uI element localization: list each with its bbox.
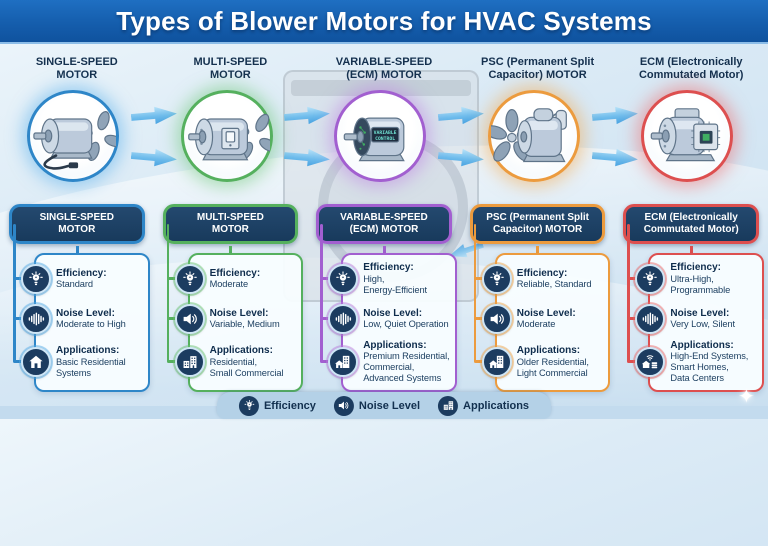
motor-info-card: Efficiency: Standard Noise Level: Modera…: [21, 253, 150, 392]
smart-home-icon: [635, 347, 666, 377]
column-heading: PSC (Permanent Split Capacitor) MOTOR: [481, 56, 595, 82]
motor-info-card: Efficiency: Moderate Noise Level: Variab…: [174, 253, 304, 392]
home-building-icon: [481, 347, 512, 377]
speaker-icon: [481, 304, 512, 334]
speaker-icon: [174, 304, 205, 334]
legend-item-noise-level: Noise Level: [333, 395, 420, 416]
feature-label: Applications:: [56, 345, 120, 357]
sound-wave-icon: [21, 304, 51, 334]
column-single-speed-motor: SINGLE-SPEED MOTOR SINGLE-SPEED MOTOR Ef…: [0, 44, 154, 419]
sound-wave-icon: [328, 304, 359, 334]
home-icon: [21, 347, 51, 377]
multi-speed-motor-illustration: [187, 113, 270, 161]
feature-label: Noise Level:: [56, 307, 115, 319]
noise-level-row: Noise Level: Moderate to High: [21, 299, 145, 339]
column-multi-speed-motor: MULTI-SPEED MOTOR MULTI-SPEED MOTOR: [154, 44, 308, 419]
legend-item-efficiency: Efficiency: [238, 395, 316, 416]
motor-display-text: VARIABLE: [374, 130, 397, 136]
sparkle-decoration: ✦: [738, 386, 755, 408]
applications-row: Applications: Basic Residential Systems: [21, 339, 145, 385]
efficiency-row: Efficiency: Moderate: [174, 259, 299, 299]
speaker-icon: [333, 395, 354, 416]
efficiency-row: Efficiency: Standard: [21, 259, 145, 299]
lightbulb-icon: [21, 264, 51, 294]
sound-wave-icon: [635, 304, 666, 334]
noise-level-row: Noise Level: Moderate: [481, 299, 606, 339]
applications-row: Applications: Older Residential, Light C…: [481, 339, 606, 385]
motor-name-badge: PSC (Permanent Split Capacitor) MOTOR: [469, 204, 606, 244]
motor-ring: [27, 90, 119, 182]
page-title: Types of Blower Motors for HVAC Systems: [116, 5, 652, 36]
motor-name-badge: VARIABLE-SPEED (ECM) MOTOR: [316, 204, 452, 244]
variable-speed-motor-illustration: VARIABLE CONTROL: [343, 117, 406, 162]
lightbulb-icon: [481, 264, 512, 294]
buildings-icon: [438, 395, 459, 416]
motor-ring: [180, 90, 273, 182]
noise-level-row: Noise Level: Very Low, Silent: [635, 299, 759, 339]
connector-line: [75, 246, 79, 254]
column-variable-speed-ecm-motor: VARIABLE-SPEED (ECM) MOTOR VARIABLE CONT…: [307, 44, 461, 419]
header-banner: Types of Blower Motors for HVAC Systems: [0, 0, 768, 44]
column-heading: VARIABLE-SPEED (ECM) MOTOR: [335, 56, 433, 82]
column-heading: SINGLE-SPEED MOTOR: [35, 56, 118, 82]
noise-level-row: Noise Level: Variable, Medium: [174, 299, 299, 339]
motor-info-card: Efficiency: High, Energy-Efficient Noise…: [328, 253, 457, 392]
applications-row: Applications: Premium Residential, Comme…: [328, 339, 452, 385]
noise-level-row: Noise Level: Low, Quiet Operation: [328, 299, 452, 339]
column-ecm-motor: ECM (Electronically Commutated Motor) EC…: [614, 44, 768, 419]
lightbulb-icon: [238, 395, 259, 416]
motor-display-text: CONTROL: [375, 136, 395, 142]
motor-name-badge: MULTI-SPEED MOTOR: [162, 204, 299, 244]
efficiency-row: Efficiency: High, Energy-Efficient: [328, 259, 452, 299]
single-speed-motor-illustration: [33, 111, 116, 170]
lightbulb-icon: [174, 264, 205, 294]
feature-value: Moderate to High: [56, 319, 126, 330]
motor-ring: [641, 90, 734, 182]
applications-row: Applications: Residential, Small Commerc…: [174, 339, 299, 385]
motor-ring: [487, 90, 580, 182]
buildings-icon: [174, 347, 205, 377]
feature-value: Basic Residential Systems: [56, 356, 126, 378]
psc-motor-illustration: [490, 108, 567, 163]
motor-name-badge: ECM (Electronically Commutated Motor): [623, 204, 759, 244]
legend-item-applications: Applications: [438, 395, 529, 416]
motor-info-card: Efficiency: Ultra-High, Programmable Noi…: [635, 253, 764, 392]
column-psc-motor: PSC (Permanent Split Capacitor) MOTOR PS…: [461, 44, 615, 419]
motor-ring: VARIABLE CONTROL: [334, 90, 427, 182]
applications-row: Applications: High-End Systems, Smart Ho…: [635, 339, 759, 385]
column-heading: MULTI-SPEED MOTOR: [193, 56, 268, 82]
feature-label: Efficiency:: [56, 267, 107, 279]
ecm-motor-illustration: [651, 108, 721, 162]
lightbulb-icon: [635, 264, 666, 294]
motor-info-card: Efficiency: Reliable, Standard Noise Lev…: [481, 253, 611, 392]
legend-bar: Efficiency Noise Level Applications: [216, 392, 552, 419]
efficiency-row: Efficiency: Ultra-High, Programmable: [635, 259, 759, 299]
lightbulb-icon: [328, 264, 359, 294]
efficiency-row: Efficiency: Reliable, Standard: [481, 259, 606, 299]
home-building-icon: [328, 347, 359, 377]
connector-bracket: [13, 224, 16, 362]
column-heading: ECM (Electronically Commutated Motor): [638, 56, 744, 82]
feature-value: Standard: [56, 279, 93, 290]
motor-name-badge: SINGLE-SPEED MOTOR: [9, 204, 145, 244]
